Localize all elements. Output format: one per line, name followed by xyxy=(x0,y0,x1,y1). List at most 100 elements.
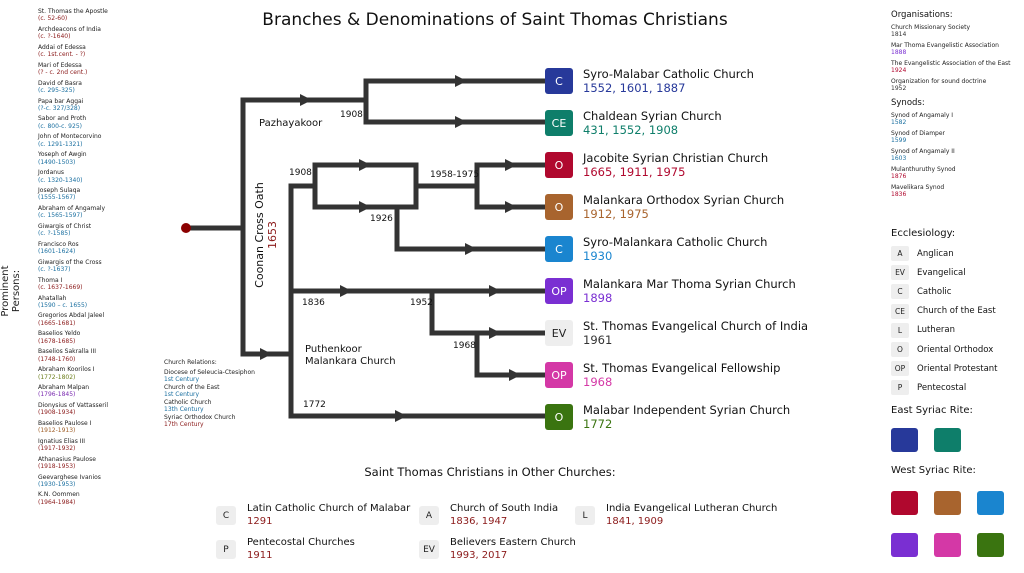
person-entry: Mari of Edessa(? - c. 2nd cent.) xyxy=(38,62,158,77)
person-name: Mari of Edessa xyxy=(38,61,82,69)
church-name: St. Thomas Evangelical Church of India xyxy=(583,319,809,333)
person-name: Giwargis of the Cross xyxy=(38,258,102,266)
person-name: Abraham Malpan xyxy=(38,384,90,392)
other-church-years: 1841, 1909 xyxy=(606,516,664,527)
ecclesiology-label: Anglican xyxy=(917,248,954,259)
person-entry: Ignatius Elias III(1917-1932) xyxy=(38,438,158,453)
person-entry: Gregorios Abdal Jaleel(1665-1681) xyxy=(38,312,158,327)
person-entry: Abraham of Angamaly(c. 1565-1597) xyxy=(38,205,158,220)
church-years: 1665, 1911, 1975 xyxy=(583,165,686,179)
other-church-name: Pentecostal Churches xyxy=(247,537,355,548)
church-years: 1552, 1601, 1887 xyxy=(583,81,686,95)
person-dates: (1918-1953) xyxy=(38,463,76,471)
person-dates: (1490-1503) xyxy=(38,158,76,166)
other-church-badge: P xyxy=(216,540,236,559)
person-dates: (1772-1802) xyxy=(38,373,76,381)
other-church-years: 1836, 1947 xyxy=(450,516,508,527)
puthenkoor-line1: Puthenkoor xyxy=(305,344,362,355)
person-name: St. Thomas the Apostle xyxy=(38,8,108,15)
person-dates: (1930-1953) xyxy=(38,480,76,488)
west-rite-swatch xyxy=(934,491,961,515)
person-name: Sabor and Proth xyxy=(38,115,87,123)
person-name: K.N. Oommen xyxy=(38,491,80,499)
person-name: Dionysius of Vattasseril xyxy=(38,401,109,409)
person-dates: (1748-1760) xyxy=(38,355,76,363)
church-years: 431, 1552, 1908 xyxy=(583,123,679,137)
label-1908b: 1908 xyxy=(289,168,312,178)
other-church-badge: EV xyxy=(419,540,439,559)
church-relations: Church Relations: Diocese of Seleucia-Ct… xyxy=(164,359,284,429)
person-name: Abraham Koorilos I xyxy=(38,366,95,374)
east-rite-swatch xyxy=(891,428,918,452)
person-dates: (c. 1637-1669) xyxy=(38,284,83,291)
person-entry: Sabor and Proth(c. 800-c. 925) xyxy=(38,115,158,130)
ecclesiology-badge: OP xyxy=(891,361,909,377)
person-entry: Geevarghese Ivanios(1930-1953) xyxy=(38,474,158,489)
synod-name: Mavelikara Synod xyxy=(891,184,945,191)
east-rite-heading: East Syriac Rite: xyxy=(891,405,973,416)
right-column: Organisations: Church Missionary Society… xyxy=(891,10,1021,202)
person-name: Francisco Ros xyxy=(38,240,79,248)
person-entry: Baselios Paulose I(1912-1913) xyxy=(38,420,158,435)
ecclesiology-heading: Ecclesiology: xyxy=(891,228,956,239)
person-entry: Addai of Edessa(c. 1st.cent. - ?) xyxy=(38,44,158,59)
label-1836: 1836 xyxy=(302,298,325,308)
west-rite-swatch xyxy=(934,533,961,557)
person-dates: (c. 1291-1321) xyxy=(38,140,83,148)
person-name: Abraham of Angamaly xyxy=(38,204,106,212)
person-entry: St. Thomas the Apostle(c. 52-60) xyxy=(38,8,158,23)
person-entry: Francisco Ros(1601-1624) xyxy=(38,241,158,256)
relation-period: 1st Century xyxy=(164,376,200,383)
ecclesiology-badge: C xyxy=(891,284,909,300)
person-entry: Giwargis of the Cross(c. ?-1637) xyxy=(38,259,158,274)
relation-period: 1st Century xyxy=(164,391,200,398)
person-entry: Jordanus(c. 1320-1340) xyxy=(38,169,158,184)
other-church-badge: A xyxy=(419,506,439,525)
person-entry: Baselios Yeldo(1678-1685) xyxy=(38,330,158,345)
person-entry: Baselios Sakralla III(1748-1760) xyxy=(38,348,158,363)
church-name: Malankara Mar Thoma Syrian Church xyxy=(583,277,796,291)
person-name: Baselios Paulose I xyxy=(38,419,92,427)
person-name: Joseph Sulaqa xyxy=(38,187,81,195)
label-1968: 1968 xyxy=(453,341,476,351)
church-name: Jacobite Syrian Christian Church xyxy=(583,151,769,165)
ecclesiology-badge: O xyxy=(891,342,909,358)
person-entry: John of Montecorvino(c. 1291-1321) xyxy=(38,133,158,148)
label-coonan: Coonan Cross Oath 1653 xyxy=(253,165,279,305)
church-years: 1898 xyxy=(583,291,613,305)
person-name: Yoseph of Awgin xyxy=(38,151,87,159)
other-church-badge: L xyxy=(575,506,595,525)
coonan-year: 1653 xyxy=(266,221,279,249)
person-entry: Ahatallah(1590 – c. 1655) xyxy=(38,295,158,310)
relation-name: Church of the East xyxy=(164,383,220,391)
church-badge: O xyxy=(545,404,573,430)
person-name: Athanasius Paulose xyxy=(38,455,96,463)
person-dates: (1917-1932) xyxy=(38,445,76,453)
synod-year: 1836 xyxy=(891,191,907,198)
organisation-name: Mar Thoma Evangelistic Association xyxy=(891,42,999,49)
person-dates: (c. 1st.cent. - ?) xyxy=(38,51,86,59)
ecclesiology-label: Lutheran xyxy=(917,325,956,336)
person-name: Jordanus xyxy=(38,169,65,177)
person-entry: Giwargis of Christ(c. ?-1585) xyxy=(38,223,158,238)
person-dates: (c. 800-c. 925) xyxy=(38,122,82,130)
person-dates: (1796-1845) xyxy=(38,391,76,399)
organisations-heading: Organisations: xyxy=(891,10,953,20)
person-dates: (c. 1320-1340) xyxy=(38,176,83,184)
church-years: 1968 xyxy=(583,375,613,389)
ecclesiology-badge: A xyxy=(891,246,909,262)
church-badge: O xyxy=(545,152,573,178)
person-dates: (? - c. 2nd cent.) xyxy=(38,69,88,77)
person-name: David of Basra xyxy=(38,79,82,87)
